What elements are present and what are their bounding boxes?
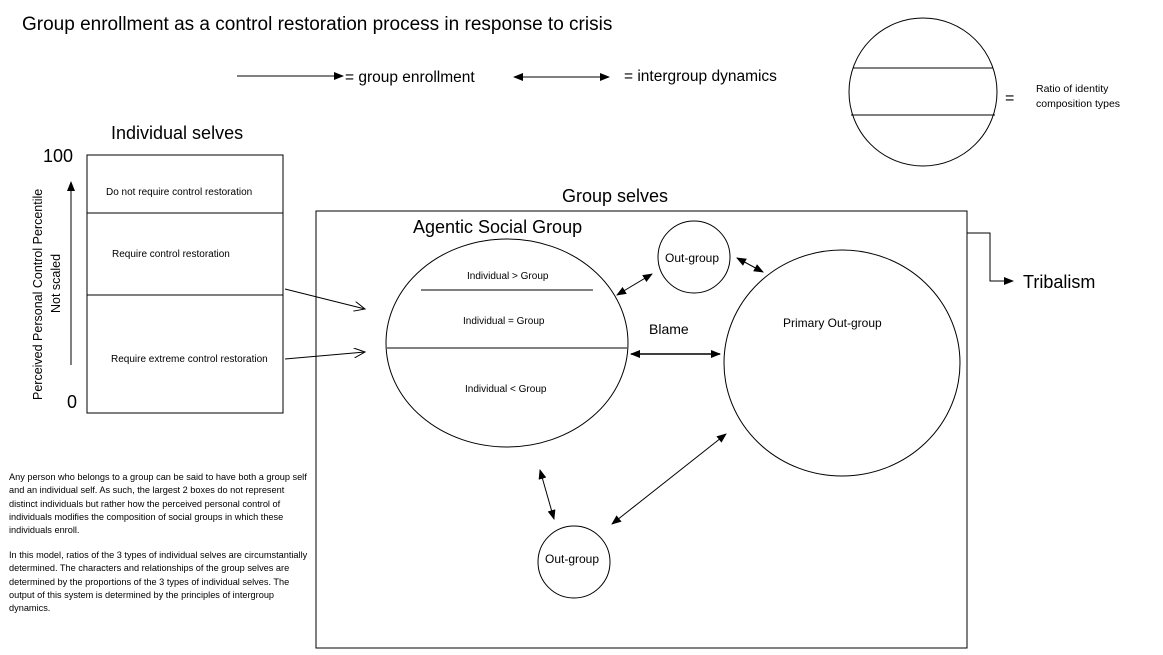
outgroup-top-label: Out-group bbox=[665, 251, 719, 265]
row-no-restoration: Do not require control restoration bbox=[106, 187, 252, 198]
tribalism-label: Tribalism bbox=[1023, 272, 1095, 292]
outgroup-top-circle bbox=[657, 220, 731, 294]
ratio-legend-circle bbox=[848, 17, 998, 167]
note-paragraph-1: Any person who belongs to a group can be… bbox=[9, 472, 307, 536]
agentic-group-title: Agentic Social Group bbox=[413, 217, 582, 237]
legend-dynamics-label: = intergroup dynamics bbox=[624, 68, 777, 85]
ratio-equals-sign: = bbox=[1005, 90, 1014, 107]
legend-enrollment-label: = group enrollment bbox=[345, 69, 475, 86]
blame-label: Blame bbox=[649, 321, 689, 337]
primary-outgroup-circle bbox=[723, 249, 961, 477]
segment-individual-equal: Individual = Group bbox=[463, 316, 545, 327]
row-restoration: Require control restoration bbox=[112, 249, 230, 260]
segment-individual-less: Individual < Group bbox=[465, 384, 547, 395]
individual-selves-box bbox=[86, 154, 284, 414]
individual-selves-heading: Individual selves bbox=[111, 123, 243, 143]
outgroup-bottom-circle bbox=[537, 525, 611, 599]
axis-sublabel: Not scaled bbox=[49, 254, 63, 313]
arrow-agentic-outgroup-top bbox=[616, 273, 653, 296]
axis-label: Perceived Personal Control Percentile bbox=[31, 189, 45, 400]
arrow-outgroup-top-primary bbox=[736, 257, 764, 273]
agentic-group-ellipse bbox=[385, 238, 629, 448]
axis-bottom-value: 0 bbox=[67, 392, 77, 412]
ratio-label-line1: Ratio of identity bbox=[1036, 83, 1109, 95]
enrollment-arrow-extreme bbox=[284, 352, 365, 360]
axis-top-value: 100 bbox=[43, 146, 73, 166]
primary-outgroup-label: Primary Out-group bbox=[783, 316, 882, 330]
group-selves-heading: Group selves bbox=[562, 186, 668, 206]
arrow-agentic-outgroup-bottom bbox=[538, 469, 556, 520]
outgroup-bottom-label: Out-group bbox=[545, 552, 599, 566]
segment-individual-greater: Individual > Group bbox=[467, 271, 549, 282]
ratio-label-line2: composition types bbox=[1036, 98, 1120, 110]
enrollment-arrow-restoration bbox=[284, 288, 365, 309]
diagram-title: Group enrollment as a control restoratio… bbox=[22, 14, 612, 35]
arrow-outgroup-bottom-primary bbox=[611, 433, 727, 525]
tribalism-arrow bbox=[967, 232, 1014, 285]
group-selves-box bbox=[315, 210, 968, 649]
note-paragraph-2: In this model, ratios of the 3 types of … bbox=[9, 550, 308, 614]
row-extreme-restoration: Require extreme control restoration bbox=[111, 354, 268, 365]
